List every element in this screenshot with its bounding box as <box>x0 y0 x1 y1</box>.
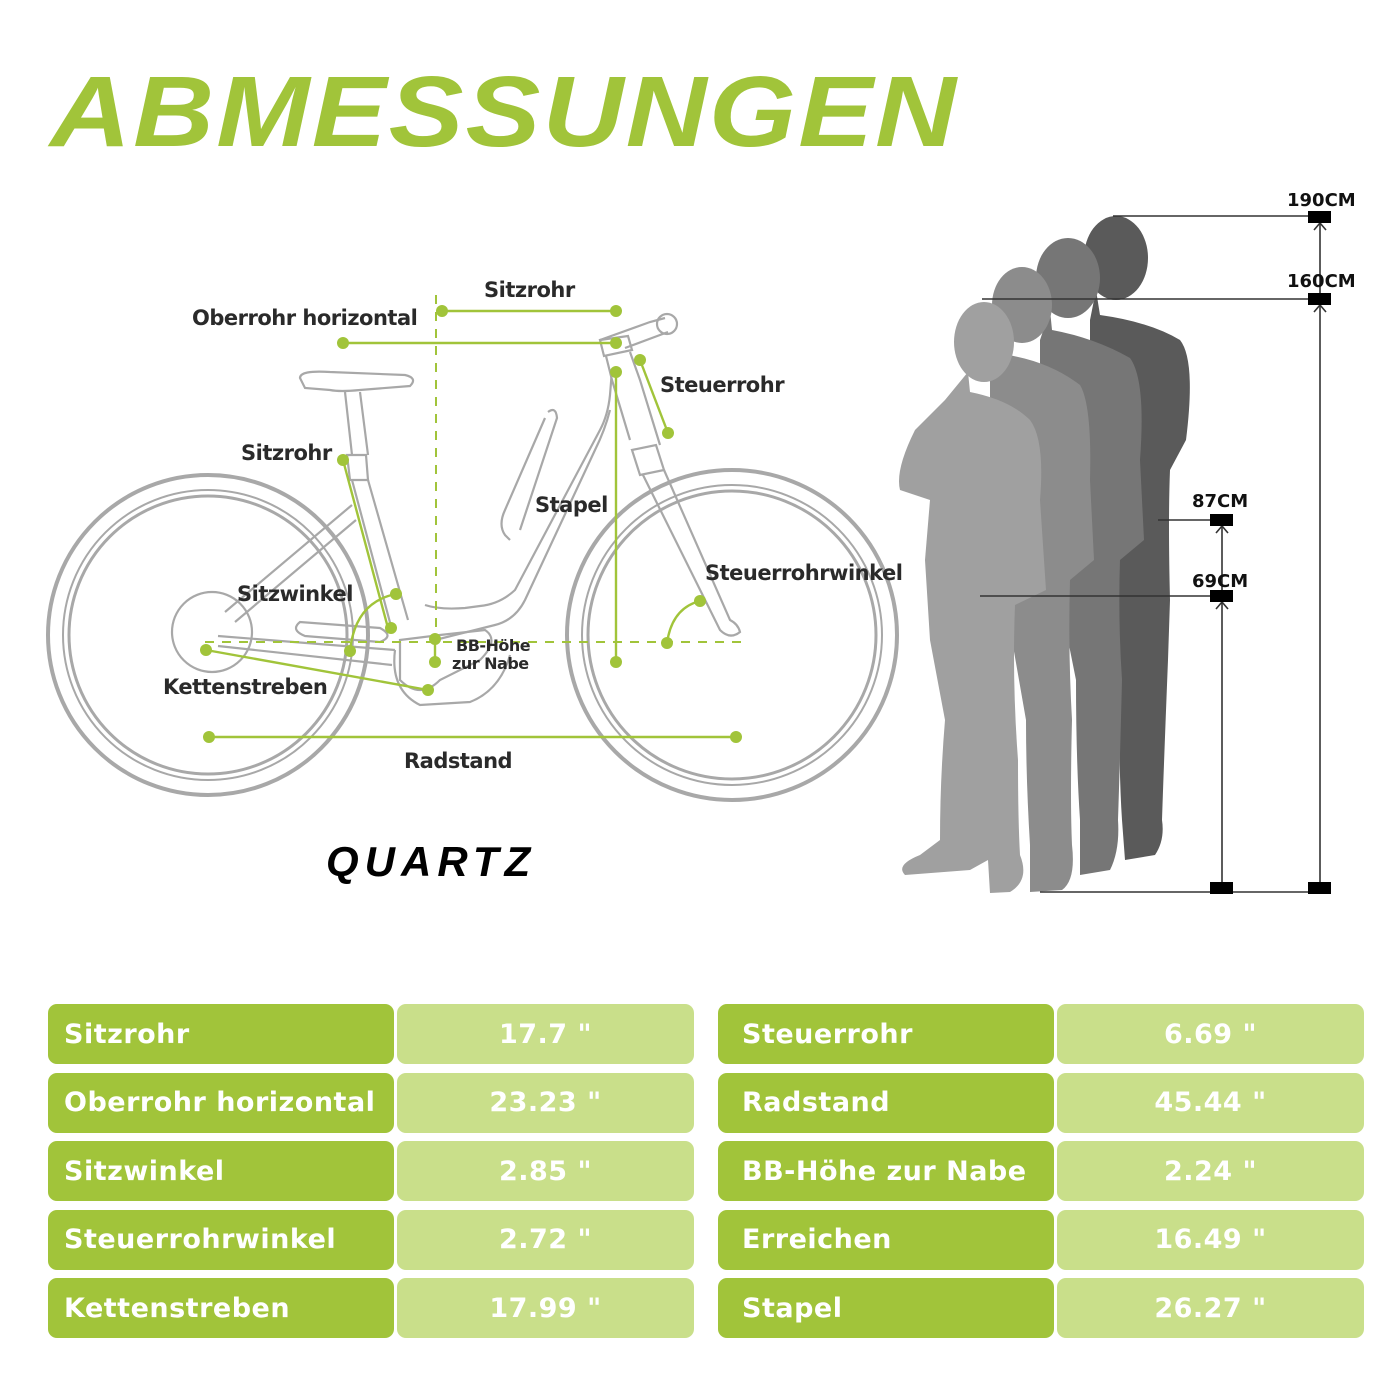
spec-table-right: Steuerrohr 6.69 " Radstand 45.44 " BB-Hö… <box>718 1004 1364 1347</box>
spec-label: Steuerrohrwinkel <box>48 1209 394 1270</box>
spec-row: Sitzwinkel 2.85 " <box>48 1141 694 1201</box>
model-name: QUARTZ <box>326 838 537 885</box>
rider-silhouettes <box>899 216 1190 893</box>
label-sitzwinkel: Sitzwinkel <box>237 582 353 606</box>
spec-row: Oberrohr horizontal 23.23 " <box>48 1072 694 1133</box>
spec-label: Oberrohr horizontal <box>48 1072 394 1133</box>
spec-row: Stapel 26.27 " <box>718 1278 1364 1338</box>
height-label-69: 69CM <box>1192 571 1248 592</box>
measurement-dots <box>200 305 742 743</box>
height-label-190: 190CM <box>1287 190 1356 211</box>
silhouette-150cm <box>899 302 1046 893</box>
label-bb-hoehe-1: BB-Höhe <box>456 636 531 655</box>
label-sitzrohr: Sitzrohr <box>241 441 333 465</box>
spec-row: BB-Höhe zur Nabe 2.24 " <box>718 1141 1364 1201</box>
spec-label: Erreichen <box>718 1209 1054 1270</box>
dashed-reference-lines <box>205 295 745 643</box>
spec-value: 17.7 " <box>397 1004 694 1064</box>
label-radstand: Radstand <box>404 749 512 773</box>
label-steuerrohr: Steuerrohr <box>660 373 785 397</box>
measurement-lines <box>205 309 736 739</box>
spec-value: 2.24 " <box>1057 1141 1364 1201</box>
spec-label: BB-Höhe zur Nabe <box>718 1141 1054 1201</box>
geometry-diagram: Sitzrohr Oberrohr horizontal Steuerrohr … <box>46 190 1356 894</box>
spec-label: Steuerrohr <box>718 1004 1054 1064</box>
spec-label: Sitzrohr <box>48 1004 394 1064</box>
height-scale-markers <box>1210 211 1331 894</box>
spec-label: Kettenstreben <box>48 1278 394 1338</box>
spec-label: Radstand <box>718 1072 1054 1133</box>
spec-value: 6.69 " <box>1057 1004 1364 1064</box>
spec-value: 2.72 " <box>397 1209 694 1270</box>
spec-row: Erreichen 16.49 " <box>718 1209 1364 1270</box>
height-scale <box>980 215 1330 893</box>
label-bb-hoehe-2: zur Nabe <box>452 654 529 673</box>
label-steuerrohrwinkel: Steuerrohrwinkel <box>705 561 902 585</box>
label-stapel: Stapel <box>535 493 608 517</box>
spec-row: Radstand 45.44 " <box>718 1072 1364 1133</box>
spec-table-left: Sitzrohr 17.7 " Oberrohr horizontal 23.2… <box>48 1004 694 1347</box>
height-label-87: 87CM <box>1192 491 1248 512</box>
spec-row: Kettenstreben 17.99 " <box>48 1278 694 1338</box>
spec-value: 17.99 " <box>397 1278 694 1338</box>
spec-row: Sitzrohr 17.7 " <box>48 1004 694 1064</box>
spec-value: 45.44 " <box>1057 1072 1364 1133</box>
label-kettenstreben: Kettenstreben <box>163 675 327 699</box>
spec-value: 2.85 " <box>397 1141 694 1201</box>
spec-value: 16.49 " <box>1057 1209 1364 1270</box>
spec-value: 26.27 " <box>1057 1278 1364 1338</box>
spec-row: Steuerrohrwinkel 2.72 " <box>48 1209 694 1270</box>
spec-label: Stapel <box>718 1278 1054 1338</box>
spec-row: Steuerrohr 6.69 " <box>718 1004 1364 1064</box>
label-oberrohr: Oberrohr horizontal <box>192 306 417 330</box>
height-label-160: 160CM <box>1287 271 1356 292</box>
spec-value: 23.23 " <box>397 1072 694 1133</box>
page-title: ABMESSUNGEN <box>50 56 959 168</box>
label-top-sitzrohr: Sitzrohr <box>484 278 576 302</box>
spec-label: Sitzwinkel <box>48 1141 394 1201</box>
